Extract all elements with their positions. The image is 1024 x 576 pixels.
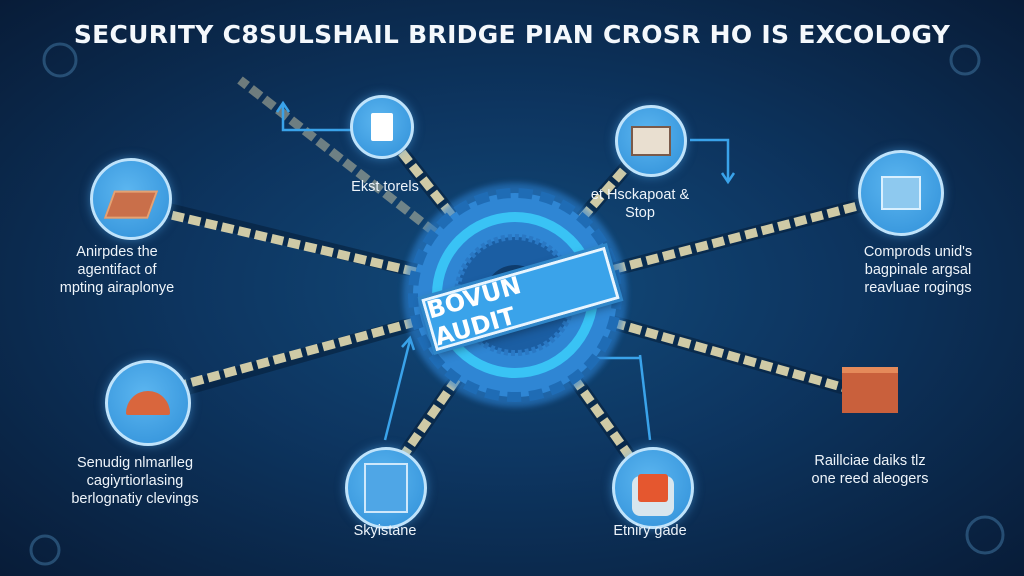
- node-left[interactable]: [90, 158, 172, 240]
- decorative-rings: [29, 42, 1005, 566]
- server-island-icon: [103, 190, 159, 219]
- chain: [143, 290, 517, 400]
- node-bottom-left[interactable]: [345, 447, 427, 529]
- page-title: SECURITY C8SULSHAIL BRIDGE PIAN CROSR HO…: [73, 20, 951, 49]
- chain: [126, 200, 517, 300]
- node-right[interactable]: [858, 150, 944, 236]
- label-top-left: Ekst torels: [351, 179, 419, 195]
- dome-icon: [126, 391, 170, 415]
- node-top-left[interactable]: [350, 95, 414, 159]
- label-top-right: et Hsckapoat &Stop: [590, 187, 690, 221]
- document-icon: [364, 463, 408, 513]
- node-lower-left[interactable]: [105, 360, 191, 446]
- envelope-icon: [631, 126, 671, 156]
- label-bottom-right: Etniry gade: [613, 523, 687, 539]
- node-bottom-right[interactable]: [612, 447, 694, 529]
- chain: [513, 190, 902, 300]
- factory-icon: [842, 367, 898, 413]
- chip-icon: [638, 474, 668, 502]
- label-bottom-left: Skyistane: [353, 523, 417, 539]
- node-lower-right[interactable]: [835, 355, 905, 425]
- document-icon: [371, 113, 393, 141]
- node-top-right[interactable]: [615, 105, 687, 177]
- server-island-icon: [881, 176, 921, 210]
